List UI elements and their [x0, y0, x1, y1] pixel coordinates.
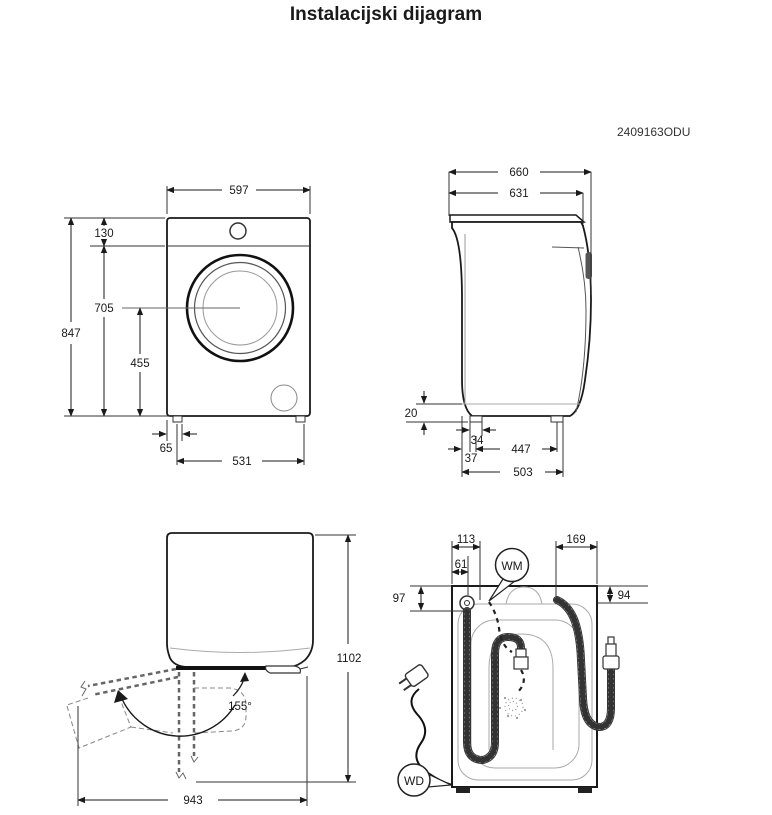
rear-view: WM WD 113 61 169 97 [393, 534, 648, 797]
dim-rear-169: 169 [566, 534, 585, 546]
dim-side-rear-offset: 37 [465, 453, 478, 465]
rear-foot-left [456, 787, 470, 793]
front-foot-left [172, 415, 183, 423]
inlet-connection-path [488, 601, 525, 693]
dim-front-total-height: 847 [61, 328, 80, 340]
dim-front-foot-offset: 65 [160, 443, 173, 455]
side-door-edge [575, 246, 587, 413]
dim-width-door-open: 943 [183, 795, 202, 807]
side-foot-front [469, 415, 483, 423]
rear-foot-right [578, 787, 592, 793]
dim-rear-97: 97 [393, 593, 406, 605]
dim-front-door-center: 705 [94, 303, 113, 315]
door-handle [264, 665, 301, 674]
dim-side-base-length: 503 [513, 467, 532, 479]
dim-front-door-bottom: 455 [130, 358, 149, 370]
side-foot-rear [550, 415, 564, 423]
dim-front-panel-height: 130 [94, 228, 113, 240]
wd-label: WD [404, 774, 424, 788]
water-spray [498, 696, 527, 720]
side-lid [449, 214, 586, 223]
wm-balloon: WM [488, 547, 530, 602]
drain-pump-cover [270, 384, 298, 412]
dim-door-angle: 155° [228, 701, 252, 713]
power-plug [398, 664, 429, 691]
side-view: 660 631 20 34 447 37 503 [405, 167, 592, 479]
side-door-handle [585, 252, 592, 279]
dim-side-depth-body: 631 [509, 188, 528, 200]
wm-label: WM [501, 559, 522, 573]
document-code: 2409163ODU [617, 125, 690, 139]
dim-front-feet-distance: 531 [232, 456, 251, 468]
dim-side-feet-distance: 447 [511, 444, 530, 456]
wd-balloon: WD [397, 763, 454, 797]
side-body [451, 221, 592, 417]
door-swing-arc [121, 698, 236, 737]
page-title: Instalacijski dijagram [290, 4, 482, 25]
dim-side-depth-door: 660 [509, 167, 528, 179]
detergent-knob [229, 222, 247, 240]
inlet-hose-connector [515, 648, 527, 658]
dim-rear-61: 61 [455, 559, 468, 571]
dim-depth-door-open: 1102 [337, 653, 362, 665]
machine-top-outline [166, 532, 314, 668]
door-open-view: 155° 1102 943 [66, 532, 362, 807]
dim-rear-113: 113 [457, 534, 475, 546]
dim-side-clearance: 20 [405, 408, 418, 420]
door-swing-positions [66, 667, 247, 780]
dim-rear-94: 94 [618, 590, 631, 602]
front-view: 597 130 705 847 455 65 531 [61, 185, 311, 468]
dim-side-foot-width: 34 [471, 435, 484, 447]
dim-front-width: 597 [229, 185, 248, 197]
front-foot-right [295, 415, 306, 423]
